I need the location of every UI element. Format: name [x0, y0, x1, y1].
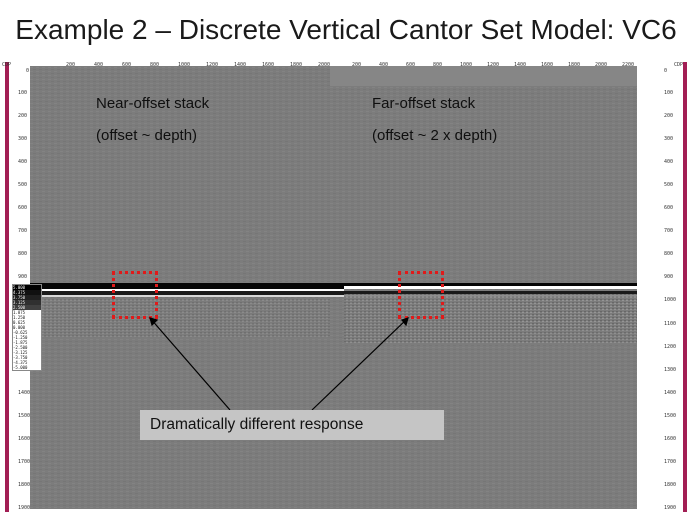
arrow-right-head — [400, 317, 409, 327]
legend-entry: 3.750 — [13, 295, 41, 300]
near-offset-sub: (offset ~ depth) — [96, 127, 198, 144]
depth-tick: 800 — [18, 251, 28, 258]
depth-tick: 1100 — [664, 320, 677, 327]
cdp-tick: 1800 — [568, 62, 581, 68]
depth-tick: 900 — [664, 274, 674, 281]
depth-tick: 900 — [18, 274, 28, 281]
arrow-left-line — [149, 317, 231, 411]
cdp-tick: 1000 — [460, 62, 473, 68]
depth-tick: 1900 — [18, 504, 31, 511]
top-cdp-axis: 200 400 600 800 1000 1200 1400 1600 1800 2000 200 4… — [30, 62, 637, 68]
cdp-tick: 200 — [352, 62, 362, 68]
legend-entry: -0.625 — [13, 330, 41, 335]
legend-entry: -1.875 — [13, 340, 41, 345]
depth-tick: 400 — [664, 159, 674, 166]
legend-entry: 1.250 — [13, 315, 41, 320]
depth-tick: 1000 — [664, 297, 677, 304]
ruler-corner-label: CDP — [674, 62, 684, 68]
depth-tick: 700 — [664, 228, 674, 235]
cdp-tick: 1600 — [262, 62, 275, 68]
ruler-corner-label: CDP — [2, 62, 12, 68]
left-accent-bar — [5, 62, 9, 512]
cdp-tick: 1200 — [206, 62, 219, 68]
depth-tick: 1500 — [18, 412, 31, 419]
arrow-right-line — [311, 317, 409, 411]
depth-tick: 1800 — [18, 481, 31, 488]
legend-entry: 0.625 — [13, 320, 41, 325]
legend-entry: -4.375 — [13, 360, 41, 365]
depth-tick: 1900 — [664, 504, 677, 511]
depth-tick: 400 — [18, 159, 28, 166]
far-offset-sub: (offset ~ 2 x depth) — [372, 127, 498, 144]
legend-entry: -2.500 — [13, 345, 41, 350]
far-highlight-box — [398, 271, 444, 319]
far-offset-label: Far-offset stack — [372, 95, 476, 112]
depth-tick: 500 — [18, 182, 28, 189]
legend-entry: 1.875 — [13, 310, 41, 315]
depth-tick: 1700 — [18, 458, 31, 465]
legend-entry: -1.250 — [13, 335, 41, 340]
cdp-tick: 1600 — [541, 62, 554, 68]
cdp-tick: 400 — [379, 62, 389, 68]
depth-tick: 300 — [664, 136, 674, 143]
cdp-tick: 1000 — [178, 62, 191, 68]
depth-tick: 600 — [664, 205, 674, 212]
depth-tick: 1600 — [664, 435, 677, 442]
ruler-zero-label: 0 — [26, 68, 30, 74]
depth-tick: 1500 — [664, 412, 677, 419]
depth-tick: 1200 — [664, 343, 677, 350]
legend-entry: 0.000 — [13, 325, 41, 330]
depth-tick: 500 — [664, 182, 674, 189]
cdp-tick: 2000 — [318, 62, 331, 68]
legend-entry: 5.000 — [13, 285, 41, 290]
legend-entry: 4.375 — [13, 290, 41, 295]
slide-title: Example 2 – Discrete Vertical Cantor Set… — [15, 14, 677, 45]
cdp-tick: 1200 — [487, 62, 500, 68]
cdp-tick: 600 — [406, 62, 416, 68]
depth-tick: 1800 — [664, 481, 677, 488]
depth-tick: 1700 — [664, 458, 677, 465]
cdp-tick: 600 — [122, 62, 132, 68]
depth-tick: 1300 — [664, 366, 677, 373]
legend-entry: -5.000 — [13, 365, 41, 370]
near-offset-label: Near-offset stack — [96, 95, 210, 112]
legend-entry: 2.500 — [13, 305, 41, 310]
depth-tick: 200 — [18, 113, 28, 120]
cdp-tick: 800 — [433, 62, 443, 68]
depth-tick: 1600 — [18, 435, 31, 442]
depth-tick: 100 — [18, 90, 28, 96]
depth-tick: 1400 — [18, 389, 31, 396]
depth-tick: 700 — [18, 228, 28, 235]
cdp-tick: 1800 — [290, 62, 303, 68]
callout-box: Dramatically different response — [140, 410, 444, 440]
cdp-tick: 2200 — [622, 62, 635, 68]
cdp-tick: 1400 — [234, 62, 247, 68]
arrow-left-head — [149, 317, 159, 327]
depth-tick: 1400 — [664, 389, 677, 396]
depth-tick: 300 — [18, 136, 28, 143]
depth-tick: 800 — [664, 251, 674, 258]
cdp-tick: 1400 — [514, 62, 527, 68]
near-highlight-box — [112, 271, 158, 319]
right-depth-ruler: CDP 0 100 200 300 400 500 600 700 800 900 1000 110… — [662, 62, 684, 511]
legend-entry: 3.125 — [13, 300, 41, 305]
depth-tick: 100 — [664, 90, 674, 96]
cdp-tick: 800 — [150, 62, 160, 68]
depth-tick: 200 — [664, 113, 674, 120]
right-accent-bar — [683, 62, 687, 512]
cdp-tick: 200 — [66, 62, 76, 68]
cdp-tick: 400 — [94, 62, 104, 68]
ruler-zero-label: 0 — [664, 68, 668, 74]
depth-tick: 600 — [18, 205, 28, 212]
legend-entry: -3.750 — [13, 355, 41, 360]
legend-entry: -3.125 — [13, 350, 41, 355]
cdp-tick: 2000 — [595, 62, 608, 68]
